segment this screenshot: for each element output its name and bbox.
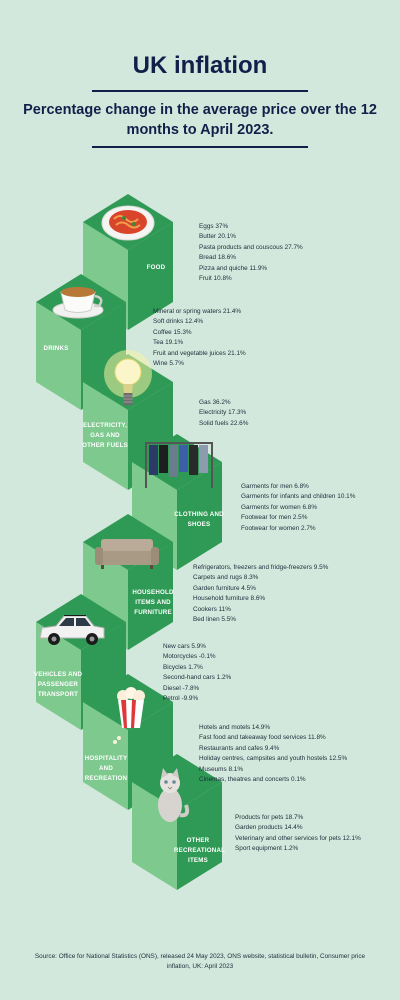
page-subtitle: Percentage change in the average price o… — [23, 102, 377, 138]
items-other-recreational: Products for pets 18.7% Garden products … — [235, 813, 361, 855]
item-hospitality-3: Holiday centres, campsites and youth hos… — [199, 755, 348, 763]
step-right-face-clothing-and-shoes — [177, 462, 222, 570]
category-label-vehicles: VEHICLES AND PASSENGER TRANSPORT — [33, 671, 83, 698]
item-drinks-2: Coffee 15.3% — [153, 328, 192, 336]
category-label-electricity: ELECTRICITY, GAS AND OTHER FUELS — [82, 422, 128, 449]
item-food-5: Fruit 10.8% — [199, 275, 232, 283]
teacup-icon — [52, 287, 104, 319]
item-hospitality-1: Fast food and takeaway food services 11.… — [199, 734, 326, 742]
item-household-5: Bed linen 5.5% — [193, 616, 236, 624]
item-household-1: Carpets and rugs 8.3% — [193, 574, 259, 582]
category-label-hospitality: HOSPITALITY AND RECREATION — [84, 755, 128, 782]
item-vehicles-2: Bicycles 1.7% — [163, 663, 203, 671]
item-drinks-0: Mineral or spring waters 21.4% — [153, 308, 242, 315]
item-drinks-4: Fruit and vegetable juices 21.1% — [153, 349, 246, 357]
car-icon — [39, 615, 105, 645]
item-vehicles-1: Motorcycles -0.1% — [163, 653, 216, 661]
items-clothing: Garments for men 6.8% Garments for infan… — [241, 482, 355, 534]
popcorn-icon — [113, 687, 145, 744]
item-clothing-0: Garments for men 6.8% — [241, 483, 309, 490]
item-clothing-3: Footwear for men 2.5% — [241, 514, 308, 522]
source-note: Source: Office for National Statistics (… — [34, 953, 366, 970]
item-hospitality-4: Museums 8.1% — [199, 765, 244, 773]
item-clothing-4: Footwear for women 2.7% — [241, 524, 316, 532]
item-clothing-1: Garments for infants and children 10.1% — [241, 493, 356, 501]
items-hospitality: Hotels and motels 14.9% Fast food and ta… — [199, 723, 347, 785]
item-food-1: Butter 20.1% — [199, 233, 236, 241]
item-other-0: Products for pets 18.7% — [235, 814, 304, 821]
item-household-4: Cookers 11% — [193, 605, 231, 613]
items-vehicles: New cars 5.9% Motorcycles -0.1% Bicycles… — [163, 642, 231, 704]
sofa-icon — [95, 539, 159, 569]
item-household-3: Household furniture 8.6% — [193, 595, 266, 603]
items-drinks: Mineral or spring waters 21.4% Soft drin… — [153, 307, 246, 369]
item-drinks-5: Wine 5.7% — [153, 360, 184, 368]
category-label-household: HOUSEHOLD ITEMS AND FURNITURE — [132, 589, 174, 616]
item-food-3: Bread 18.6% — [199, 254, 236, 262]
item-drinks-1: Soft drinks 12.4% — [153, 318, 204, 326]
item-food-0: Eggs 37% — [199, 223, 229, 230]
items-electricity: Gas 36.2% Electricity 17.3% Solid fuels … — [199, 398, 248, 429]
item-clothing-2: Garments for women 6.8% — [241, 503, 318, 511]
clothes-rack-icon — [145, 442, 213, 488]
pasta-plate-icon — [101, 205, 155, 241]
title-divider-top — [92, 90, 308, 92]
item-household-2: Garden furniture 4.5% — [193, 584, 256, 592]
step-left-face-electricity-gas-and-other-fuels — [83, 382, 128, 490]
item-vehicles-0: New cars 5.9% — [163, 643, 206, 650]
category-icons — [39, 205, 213, 822]
category-label-other-recreational: OTHER RECREATIONAL ITEMS — [174, 837, 226, 864]
category-label-drinks: DRINKS — [43, 345, 69, 352]
title-divider-bottom — [92, 146, 308, 148]
step-right-face-household-items-and-furniture — [128, 542, 173, 650]
item-vehicles-4: Diesel -7.8% — [163, 684, 200, 692]
category-label-clothing: CLOTHING AND SHOES — [174, 511, 224, 528]
staircase-steps — [36, 194, 222, 890]
item-electricity-1: Electricity 17.3% — [199, 409, 247, 417]
item-hospitality-2: Restaurants and cafes 9.4% — [199, 744, 280, 752]
item-household-0: Refrigerators, freezers and fridge-freez… — [193, 564, 329, 571]
item-electricity-2: Solid fuels 22.6% — [199, 419, 249, 427]
lightbulb-icon — [104, 350, 152, 405]
items-food: Eggs 37% Butter 20.1% Pasta products and… — [199, 222, 303, 284]
item-other-3: Sport equipment 1.2% — [235, 845, 299, 853]
item-other-1: Garden products 14.4% — [235, 824, 303, 832]
page-title: UK inflation — [132, 52, 268, 79]
item-electricity-0: Gas 36.2% — [199, 399, 231, 406]
item-drinks-3: Tea 19.1% — [153, 339, 184, 347]
item-food-4: Pizza and quiche 11.9% — [199, 264, 268, 272]
step-left-face-drinks — [36, 302, 81, 410]
item-hospitality-0: Hotels and motels 14.9% — [199, 724, 271, 731]
step-left-face-vehicles-and-passenger-transport — [36, 622, 81, 730]
item-hospitality-5: Cinemas, theatres and concerts 0.1% — [199, 776, 306, 784]
step-right-face-food — [128, 222, 173, 330]
item-food-2: Pasta products and couscous 27.7% — [199, 243, 303, 251]
item-vehicles-3: Second-hand cars 1.2% — [163, 674, 232, 682]
step-left-face-hospitality-and-recreation — [83, 702, 128, 810]
cat-icon — [158, 768, 190, 822]
items-household: Refrigerators, freezers and fridge-freez… — [193, 563, 328, 625]
category-label-food: FOOD — [146, 264, 166, 271]
item-vehicles-5: Petrol -9.9% — [163, 695, 199, 703]
item-other-2: Veterinary and other services for pets 1… — [235, 834, 361, 842]
